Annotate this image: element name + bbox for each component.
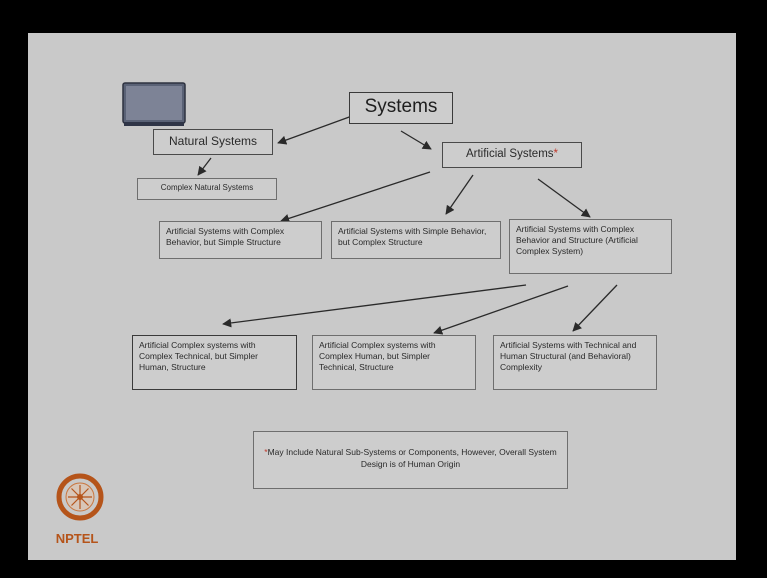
node-artificial-simple-behavior-complex-structure: Artificial Systems with Simple Behavior,… [331, 221, 501, 259]
node-a3-label: Artificial Systems with Complex Behavior… [516, 224, 638, 256]
node-a1-label: Artificial Systems with Complex Behavior… [166, 226, 285, 247]
arrow-artificial-to-a1 [280, 171, 431, 223]
nptel-logo: NPTEL [56, 473, 104, 546]
arrow-a3-to-b2 [433, 285, 569, 335]
node-a2-label: Artificial Systems with Simple Behavior,… [338, 226, 487, 247]
footnote-box-marker: * [264, 447, 268, 457]
arrow-a3-to-b1 [222, 284, 527, 328]
node-complex-natural-systems: Complex Natural Systems [137, 178, 277, 200]
arrow-natural-to-complex-natural [197, 157, 212, 176]
arrow-artificial-to-a3 [537, 178, 591, 218]
footnote-text: May Include Natural Sub-Systems or Compo… [267, 447, 557, 469]
node-natural-systems: Natural Systems [153, 129, 273, 155]
node-complex-technical-simpler-human: Artificial Complex systems with Complex … [132, 335, 297, 390]
arrow-artificial-to-a2 [445, 174, 474, 215]
node-artificial-systems-label: Artificial Systems [465, 148, 554, 160]
node-b2-label: Artificial Complex systems with Complex … [319, 340, 436, 372]
node-b3-label: Artificial Systems with Technical and Hu… [500, 340, 637, 372]
monitor-icon [122, 82, 186, 126]
footnote-box: *May Include Natural Sub-Systems or Comp… [253, 431, 568, 489]
node-complex-natural-systems-label: Complex Natural Systems [160, 183, 254, 192]
node-complex-human-simpler-technical: Artificial Complex systems with Complex … [312, 335, 476, 390]
arrows-layer [197, 115, 618, 335]
arrow-systems-to-artificial [400, 130, 432, 150]
node-artificial-systems: Artificial Systems* [442, 142, 582, 168]
node-artificial-complex-system: Artificial Systems with Complex Behavior… [509, 219, 672, 274]
footnote-marker: * [553, 148, 559, 160]
arrow-systems-to-natural [277, 115, 353, 145]
node-systems-label: Systems [364, 96, 438, 117]
slide: Systems Natural Systems Artificial Syste… [28, 33, 736, 560]
node-artificial-complex-behavior-simple-structure: Artificial Systems with Complex Behavior… [159, 221, 322, 259]
node-technical-and-human-complexity: Artificial Systems with Technical and Hu… [493, 335, 657, 390]
arrow-a3-to-b3 [572, 284, 618, 332]
nptel-logo-text: NPTEL [56, 531, 99, 546]
node-natural-systems-label: Natural Systems [168, 134, 258, 148]
node-systems: Systems [349, 92, 453, 124]
node-b1-label: Artificial Complex systems with Complex … [139, 340, 258, 372]
